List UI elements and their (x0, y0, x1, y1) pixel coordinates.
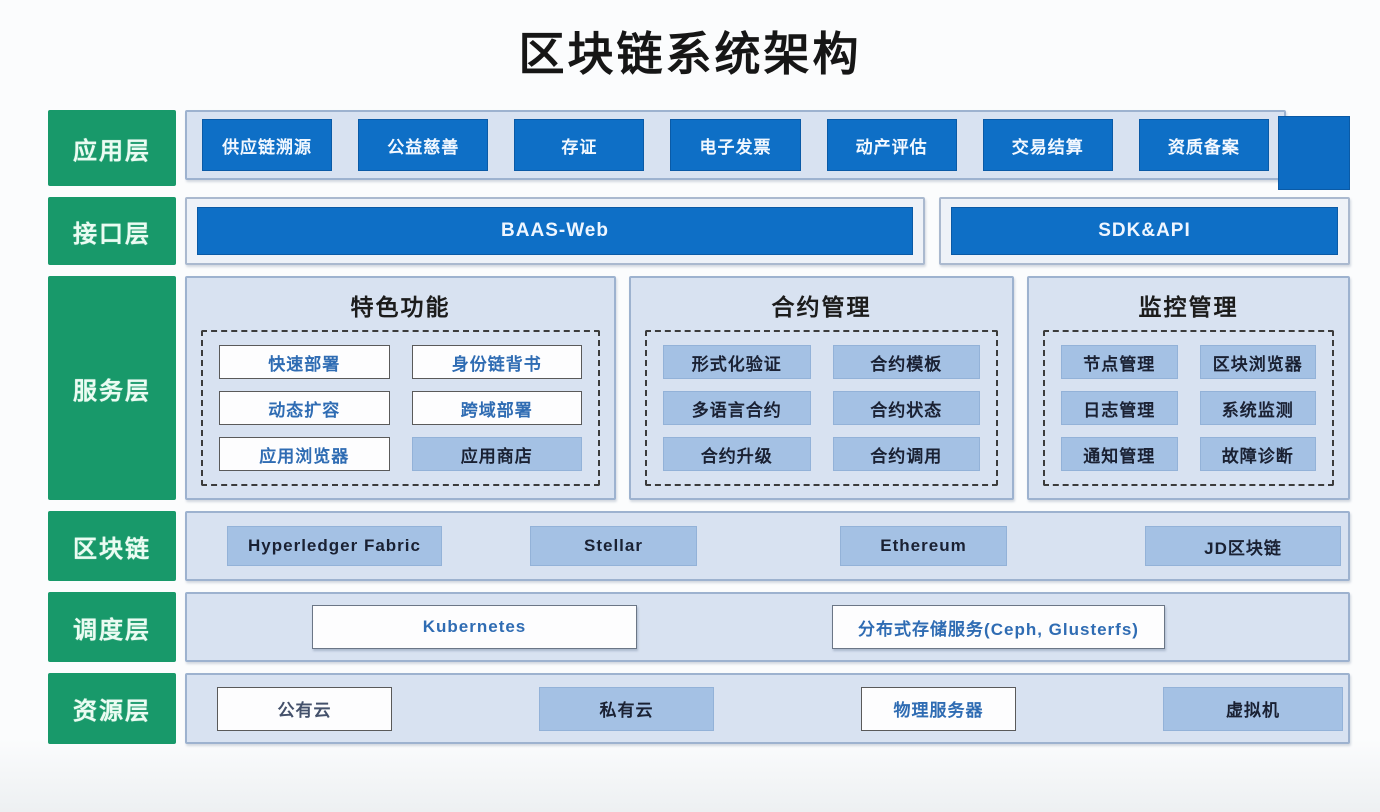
interface-content: BAAS-Web SDK&API (185, 197, 1350, 265)
svc-button-contract-status[interactable]: 合约状态 (832, 391, 980, 425)
app-button-asset-valuation[interactable]: 动产评估 (826, 119, 957, 171)
svc-button-multi-language-contract[interactable]: 多语言合约 (663, 391, 811, 425)
layer-label-blockchain: 区块链 (48, 511, 176, 581)
application-content: 供应链溯源 公益慈善 存证 电子发票 动产评估 交易结算 资质备案 (185, 110, 1350, 190)
svc-button-dynamic-scaling[interactable]: 动态扩容 (219, 391, 390, 425)
svc-button-app-browser[interactable]: 应用浏览器 (219, 437, 390, 471)
app-button-evidence-storage[interactable]: 存证 (514, 119, 645, 171)
app-button-trade-settlement[interactable]: 交易结算 (982, 119, 1113, 171)
blockchain-panel: Hyperledger Fabric Stellar Ethereum JD区块… (185, 511, 1350, 581)
resource-button-private-cloud[interactable]: 私有云 (539, 686, 714, 731)
service-group-title: 特色功能 (350, 294, 451, 320)
blockchain-button-ethereum[interactable]: Ethereum (840, 526, 1007, 566)
svc-button-node-management[interactable]: 节点管理 (1061, 345, 1178, 379)
blockchain-button-hyperledger-fabric[interactable]: Hyperledger Fabric (227, 526, 442, 566)
scheduling-button-distributed-storage[interactable]: 分布式存储服务(Ceph, Glusterfs) (832, 605, 1165, 649)
svc-button-contract-invocation[interactable]: 合约调用 (832, 437, 980, 471)
sdk-api-button[interactable]: SDK&API (951, 207, 1338, 255)
interface-panel-baas-web: BAAS-Web (185, 197, 925, 265)
layer-label-resource: 资源层 (48, 673, 176, 744)
layer-label-application: 应用层 (48, 110, 176, 186)
baas-web-button[interactable]: BAAS-Web (197, 207, 913, 255)
svc-button-contract-template[interactable]: 合约模板 (832, 345, 980, 379)
svc-button-notification-management[interactable]: 通知管理 (1061, 437, 1178, 471)
application-panel: 供应链溯源 公益慈善 存证 电子发票 动产评估 交易结算 资质备案 (185, 110, 1286, 180)
svc-button-identity-chain-endorsement[interactable]: 身份链背书 (411, 345, 582, 379)
row-service-layer: 服务层 特色功能 快速部署 身份链背书 动态扩容 跨域部署 应用浏览器 应用商店… (48, 276, 1350, 500)
blockchain-button-stellar[interactable]: Stellar (530, 526, 697, 566)
app-button-extra-partial[interactable] (1278, 116, 1350, 190)
svc-button-contract-upgrade[interactable]: 合约升级 (663, 437, 811, 471)
service-group-monitoring-management: 监控管理 节点管理 区块浏览器 日志管理 系统监测 通知管理 故障诊断 (1027, 276, 1350, 500)
svc-button-formal-verification[interactable]: 形式化验证 (663, 345, 811, 379)
app-button-qualification-filing[interactable]: 资质备案 (1138, 119, 1269, 171)
service-group-contract-management: 合约管理 形式化验证 合约模板 多语言合约 合约状态 合约升级 合约调用 (629, 276, 1014, 500)
interface-panel-sdk-api: SDK&API (939, 197, 1350, 265)
contract-management-dashed-box: 形式化验证 合约模板 多语言合约 合约状态 合约升级 合约调用 (645, 330, 998, 486)
service-group-title: 监控管理 (1138, 294, 1239, 320)
svc-button-fault-diagnosis[interactable]: 故障诊断 (1199, 437, 1316, 471)
resource-button-virtual-machine[interactable]: 虚拟机 (1163, 686, 1343, 731)
row-resource-layer: 资源层 公有云 私有云 物理服务器 虚拟机 (48, 673, 1350, 744)
featured-functions-dashed-box: 快速部署 身份链背书 动态扩容 跨域部署 应用浏览器 应用商店 (201, 330, 600, 486)
row-blockchain-layer: 区块链 Hyperledger Fabric Stellar Ethereum … (48, 511, 1350, 581)
svc-button-block-explorer[interactable]: 区块浏览器 (1199, 345, 1316, 379)
diagram: 应用层 供应链溯源 公益慈善 存证 电子发票 动产评估 交易结算 资质备案 接口… (48, 110, 1350, 755)
app-button-supply-chain-trace[interactable]: 供应链溯源 (202, 119, 333, 171)
monitoring-management-dashed-box: 节点管理 区块浏览器 日志管理 系统监测 通知管理 故障诊断 (1043, 330, 1334, 486)
service-group-featured-functions: 特色功能 快速部署 身份链背书 动态扩容 跨域部署 应用浏览器 应用商店 (185, 276, 616, 500)
row-scheduling-layer: 调度层 Kubernetes 分布式存储服务(Ceph, Glusterfs) (48, 592, 1350, 662)
row-application-layer: 应用层 供应链溯源 公益慈善 存证 电子发票 动产评估 交易结算 资质备案 (48, 110, 1350, 190)
layer-label-interface: 接口层 (48, 197, 176, 265)
row-interface-layer: 接口层 BAAS-Web SDK&API (48, 197, 1350, 265)
svc-button-system-monitoring[interactable]: 系统监测 (1199, 391, 1316, 425)
service-group-title: 合约管理 (771, 294, 872, 320)
app-button-public-charity[interactable]: 公益慈善 (358, 119, 489, 171)
page-title: 区块链系统架构 (518, 28, 862, 80)
layer-label-scheduling: 调度层 (48, 592, 176, 662)
resource-panel: 公有云 私有云 物理服务器 虚拟机 (185, 673, 1350, 744)
app-button-e-invoice[interactable]: 电子发票 (670, 119, 801, 171)
scheduling-button-kubernetes[interactable]: Kubernetes (312, 605, 637, 649)
layer-label-service: 服务层 (48, 276, 176, 500)
svc-button-app-store[interactable]: 应用商店 (411, 437, 582, 471)
svc-button-rapid-deployment[interactable]: 快速部署 (219, 345, 390, 379)
resource-button-public-cloud[interactable]: 公有云 (217, 686, 392, 731)
service-content: 特色功能 快速部署 身份链背书 动态扩容 跨域部署 应用浏览器 应用商店 合约管… (185, 276, 1350, 500)
blockchain-button-jd-blockchain[interactable]: JD区块链 (1145, 526, 1341, 566)
resource-button-physical-server[interactable]: 物理服务器 (861, 686, 1016, 731)
svc-button-log-management[interactable]: 日志管理 (1061, 391, 1178, 425)
scheduling-panel: Kubernetes 分布式存储服务(Ceph, Glusterfs) (185, 592, 1350, 662)
svc-button-cross-domain-deployment[interactable]: 跨域部署 (411, 391, 582, 425)
